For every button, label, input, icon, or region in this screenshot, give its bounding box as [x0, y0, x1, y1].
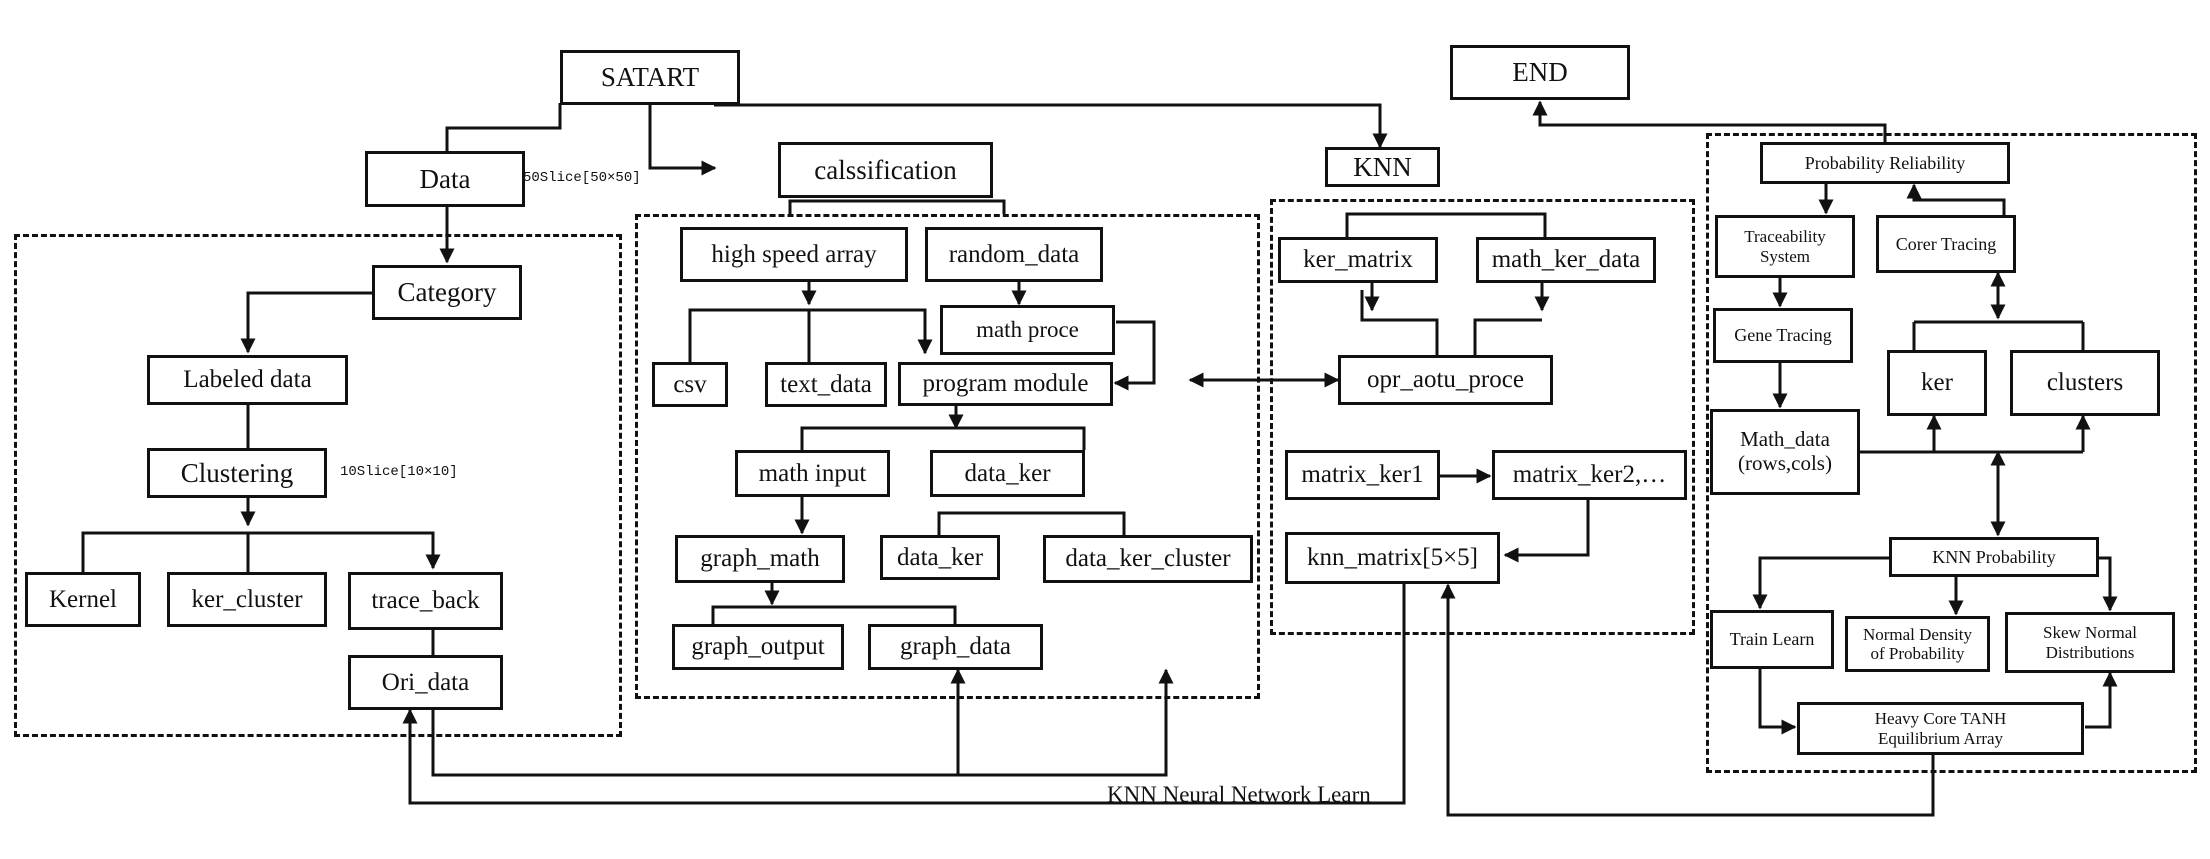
opr-aotu-proce-node: opr_aotu_proce — [1338, 355, 1553, 405]
data-node: Data — [365, 151, 525, 207]
data-group-region — [14, 234, 622, 737]
data-ker-bottom-node: data_ker — [880, 535, 1000, 580]
skew-normal-node: Skew Normal Distributions — [2005, 612, 2175, 673]
knn-probability-node: KNN Probability — [1889, 537, 2099, 577]
heavy-core-line-1: Heavy Core TANH — [1874, 709, 2007, 729]
probability-reliability-node: Probability Reliability — [1760, 142, 2010, 184]
network-learn-caption: KNN Neural Network Learn — [1107, 782, 1371, 807]
classification-group-region — [635, 214, 1260, 699]
math-proce-node: math proce — [940, 305, 1115, 355]
kernel-node: Kernel — [25, 572, 141, 627]
high-speed-array-node: high speed array — [680, 227, 908, 282]
probability-group-region — [1706, 133, 2197, 773]
skew-normal-line-2: Distributions — [2045, 642, 2135, 662]
skew-normal-line-1: Skew Normal — [2043, 623, 2137, 643]
matrix-ker2-node: matrix_ker2,… — [1492, 450, 1687, 500]
knn-node: KNN — [1325, 147, 1440, 187]
ker-node: ker — [1887, 350, 1987, 416]
graph-data-node: graph_data — [868, 624, 1043, 670]
csv-node: csv — [652, 362, 728, 407]
normal-density-line-1: Normal Density — [1862, 624, 1973, 644]
traceability-system-line-2: System — [1759, 246, 1811, 266]
slice-10-note: 10Slice[10×10] — [340, 464, 458, 480]
math-data-line-1: Math_data — [1740, 427, 1830, 452]
classification-node: calssification — [778, 142, 993, 198]
ker-cluster-node: ker_cluster — [167, 572, 327, 627]
corer-tracing-node: Corer Tracing — [1876, 215, 2016, 273]
category-node: Category — [372, 265, 522, 320]
matrix-ker1-node: matrix_ker1 — [1285, 450, 1440, 500]
math-input-node: math input — [735, 450, 890, 497]
clusters-node: clusters — [2010, 350, 2160, 416]
traceability-system-line-1: Traceability — [1744, 227, 1826, 247]
train-learn-node: Train Learn — [1710, 610, 1834, 669]
ori-data-node: Ori_data — [348, 655, 503, 710]
data-ker-cluster-node: data_ker_cluster — [1043, 535, 1253, 583]
clustering-node: Clustering — [147, 448, 327, 498]
knn-group-region — [1270, 199, 1695, 635]
heavy-core-node: Heavy Core TANH Equilibrium Array — [1797, 702, 2084, 755]
end-node: END — [1450, 45, 1630, 100]
graph-output-node: graph_output — [672, 624, 844, 670]
data-ker-top-node: data_ker — [930, 450, 1085, 497]
heavy-core-line-2: Equilibrium Array — [1877, 728, 2004, 748]
traceability-system-node: Traceability System — [1715, 215, 1855, 278]
gene-tracing-node: Gene Tracing — [1713, 308, 1853, 363]
normal-density-line-2: of Probability — [1870, 644, 1965, 663]
ker-matrix-node: ker_matrix — [1278, 237, 1438, 283]
math-data-line-2: (rows,cols) — [1738, 451, 1832, 475]
labeled-data-node: Labeled data — [147, 355, 348, 405]
slice-50-note: 50Slice[50×50] — [523, 170, 641, 186]
normal-density-node: Normal Density of Probability — [1845, 616, 1990, 672]
text-data-node: text_data — [765, 362, 887, 407]
program-module-node: program module — [898, 362, 1113, 406]
math-ker-data-node: math_ker_data — [1476, 237, 1656, 283]
random-data-node: random_data — [925, 227, 1103, 282]
math-data-node: Math_data (rows,cols) — [1710, 409, 1860, 495]
graph-math-node: graph_math — [675, 535, 845, 583]
trace-back-node: trace_back — [348, 572, 503, 630]
knn-matrix-node: knn_matrix[5×5] — [1285, 532, 1500, 584]
start-node: SATART — [560, 50, 740, 105]
